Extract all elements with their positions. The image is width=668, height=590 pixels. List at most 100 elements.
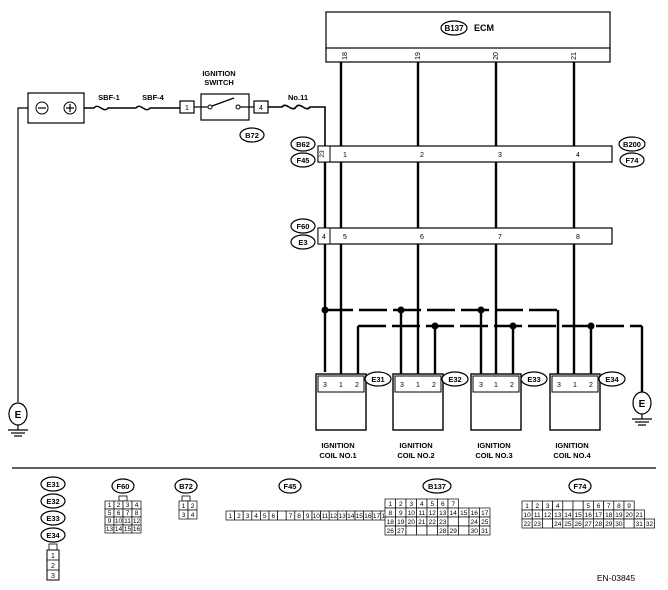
f74-pin: 4 [556,503,560,510]
b137-pin: 9 [399,510,403,517]
f60-pin: 16 [133,526,141,533]
b137-cell [447,516,459,527]
svg-text:1: 1 [339,382,343,389]
f74-cell [542,518,553,529]
svg-text:3: 3 [51,573,55,580]
f60-pin: 15 [124,526,132,533]
signal-wires [339,62,576,374]
coil-2-tag: E32 [448,375,461,384]
f60-pin: 1 [108,502,112,509]
f74-cell [572,500,584,511]
f74-pin: 8 [617,503,621,510]
b137-pin: 16 [471,510,479,517]
svg-text:B137: B137 [428,482,446,491]
ground-bus [356,322,644,392]
f74-cell [562,500,574,511]
coil-4-tag: E34 [605,375,619,384]
f45-pin: 4 [254,513,258,520]
b137-cell [416,525,428,536]
f45-pin: 12 [330,513,338,520]
f60-pin: 8 [135,510,139,517]
battery-ground-wire [17,107,28,402]
b137-pin: 21 [418,519,426,526]
ignition-switch: IGNITION SWITCH 1 4 B72 [179,69,269,143]
ignition-coil-4: 3 1 2 E34 IGNITION COIL NO.4 [549,371,626,460]
ecm-tag: B137 [444,24,464,33]
svg-text:F60: F60 [117,482,130,491]
power-bus [321,306,560,374]
ignition-coil-2: 3 1 2 E32 IGNITION COIL NO.2 [392,371,469,460]
b137-cell [405,525,417,536]
f74-pin: 23 [534,521,542,528]
coil-3-label-2: COIL NO.3 [475,451,512,460]
b137-pin: 29 [450,528,458,535]
f60-pin: 13 [106,526,114,533]
b72-pin: 2 [191,503,195,510]
ignition-coil-3: 3 1 2 E33 IGNITION COIL NO.3 [470,371,548,460]
f45-pin: 5 [263,513,267,520]
f74-pin: 11 [534,512,541,519]
b137-cell [479,525,491,536]
tag-f45: F45 [297,156,310,165]
f60-pin: 3 [126,502,130,509]
connector-row-2: 4 F60 E3 5 6 7 8 [290,218,613,250]
b137-pin: 14 [450,510,458,517]
power-feed-wire [268,104,326,150]
f45-pin: 3 [246,513,250,520]
battery [27,92,85,124]
svg-text:B72: B72 [179,482,193,491]
f74-pin: 12 [544,512,552,519]
b137-cell [426,525,438,536]
f74-pin: 9 [627,503,631,510]
b137-pin: 7 [451,501,455,508]
f74-pin: 26 [574,521,582,528]
legend-f45: F45 123456789101112131415161718192021222… [225,478,442,521]
b137-pin: 5 [430,501,434,508]
tag-b200: B200 [623,140,641,149]
ignition-coil-1: 3 1 2 E31 IGNITION COIL NO.1 [315,371,392,460]
b137-pin: 11 [418,510,425,517]
f74-pin: 13 [554,512,562,519]
f45-pin: 13 [338,513,346,520]
f74-pin: 16 [585,512,593,519]
f45-pin: 16 [364,513,372,520]
svg-text:2: 2 [355,382,359,389]
tag-b62: B62 [296,140,310,149]
b72-pin: 3 [182,512,186,519]
b72-pin: 4 [191,512,195,519]
fusible-link-wire [84,105,180,111]
svg-text:2: 2 [510,382,514,389]
f74-pin: 3 [546,503,550,510]
svg-text:1: 1 [573,382,577,389]
switch-pin-1: 1 [185,105,189,112]
coil-2-label-2: COIL NO.2 [397,451,434,460]
b137-pin: 22 [429,519,437,526]
b137-pin: 10 [408,510,416,517]
row2-pin-7: 7 [498,234,502,241]
tag-e3: E3 [298,238,307,247]
svg-text:E: E [15,410,22,421]
tag-f60: F60 [297,222,310,231]
svg-text:E32: E32 [46,497,59,506]
f74-pin: 21 [636,512,644,519]
b137-pin: 31 [481,528,489,535]
f45-pin: 7 [289,513,293,520]
fuse-sbf4-label: SBF-4 [142,93,164,102]
b137-cell [458,516,470,527]
f74-pin: 22 [523,521,531,528]
f60-pin: 12 [133,518,141,525]
tag-f74: F74 [626,156,640,165]
svg-text:1: 1 [494,382,498,389]
f74-pin: 32 [646,521,654,528]
b72-pin: 1 [182,503,186,510]
b137-pin: 15 [460,510,468,517]
ecm-pin-19: 19 [415,52,422,60]
f45-pin: 9 [306,513,310,520]
f60-cell [131,524,142,534]
b137-pin: 23 [439,519,447,526]
f74-pin: 6 [597,503,601,510]
svg-text:3: 3 [323,382,327,389]
svg-text:3: 3 [400,382,404,389]
